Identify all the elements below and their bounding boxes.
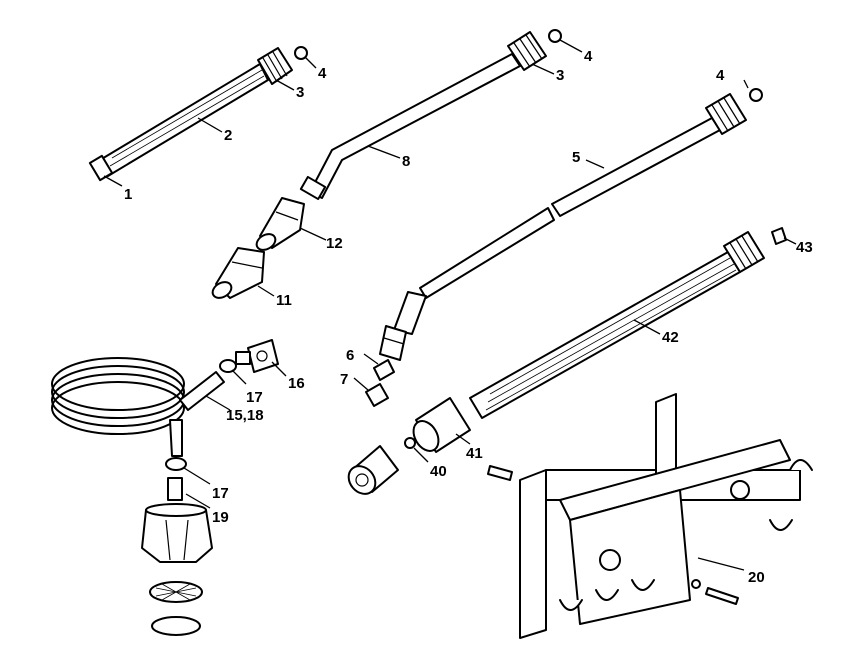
hose-clamp-17b [165,457,187,471]
callout-40: 40 [430,463,447,480]
callout-17a: 17 [246,389,263,406]
lance-long [379,88,763,361]
hose-coupling-16 [235,339,279,373]
callout-15-18: 15,18 [226,407,264,424]
callout-42: 42 [662,329,679,346]
o-ring-40 [404,437,416,449]
suction-filter-19 [141,477,213,563]
callout-labels: 1 2 3 4 3 4 4 8 5 12 11 43 42 6 7 16 17 … [124,48,813,586]
o-ring-4c [749,88,763,102]
callout-19: 19 [212,509,229,526]
callout-12: 12 [326,235,343,252]
callout-8: 8 [402,153,410,170]
lance-short [88,46,308,182]
callout-16: 16 [288,375,305,392]
callout-5: 5 [572,149,580,166]
o-ring-4b [548,29,562,43]
lance-long-handle-nut [705,93,747,135]
callout-17b: 17 [212,485,229,502]
lance-42-handle-nut [723,231,765,273]
callout-3a: 3 [296,84,304,101]
filter-retaining-ring [151,616,201,636]
lance-short-handle-nut [257,47,293,85]
hose-clamp-17a [219,359,237,373]
wall-bracket-20 [519,393,813,639]
fitting-6 [373,359,395,381]
coupling-40 [347,445,399,495]
hose-coil [51,357,225,457]
lance-bent [299,29,562,201]
callout-11: 11 [276,292,292,309]
lance-bent-handle-nut [507,31,547,71]
callout-43: 43 [796,239,813,256]
callout-41: 41 [466,445,483,462]
callout-2: 2 [224,127,232,144]
callout-4c: 4 [716,67,725,84]
lance-42 [469,231,765,419]
callout-3b: 3 [556,67,564,84]
nut-43 [771,227,787,245]
callout-4b: 4 [584,48,593,65]
bracket-screw [691,579,739,605]
callout-7: 7 [340,371,348,388]
callout-20: 20 [748,569,765,586]
callout-6: 6 [346,347,354,364]
fitting-7 [365,383,389,407]
filter-mesh [149,581,203,603]
bracket-anchor-plug [487,465,513,481]
callout-1: 1 [124,186,132,203]
sleeve-41 [412,397,471,453]
o-ring-4a [294,46,308,60]
callout-4a: 4 [318,65,327,82]
nozzle-12 [255,197,305,251]
nozzle-11 [211,247,265,299]
leader-lines [103,39,797,571]
